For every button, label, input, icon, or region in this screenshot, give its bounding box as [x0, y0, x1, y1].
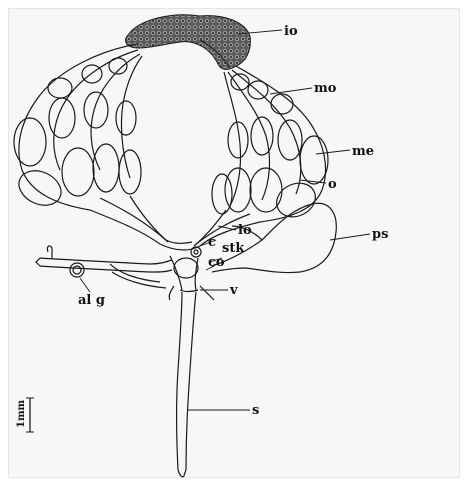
pouch-structure: [212, 203, 336, 272]
scale-bar-label: 1mm: [16, 399, 27, 428]
label-lo: lo: [238, 223, 252, 238]
central-oviduct: [160, 240, 214, 477]
label-me: me: [352, 144, 374, 159]
label-v: v: [229, 283, 238, 298]
left-ovary-lobe: [13, 44, 168, 244]
inner-ovary-cluster: [126, 15, 251, 70]
accessory-gland: [36, 246, 172, 288]
label-co: co: [208, 255, 225, 270]
label-ps: ps: [372, 227, 388, 242]
label-stk: stk: [222, 241, 245, 256]
scale-bar: 1mm: [16, 398, 34, 432]
label-al-g: al g: [78, 293, 105, 308]
label-o: o: [328, 177, 337, 192]
label-io: io: [284, 24, 298, 39]
label-c: c: [208, 235, 216, 250]
right-ovary-lobe: [194, 66, 328, 246]
label-s: s: [252, 403, 259, 418]
label-mo: mo: [314, 81, 337, 96]
